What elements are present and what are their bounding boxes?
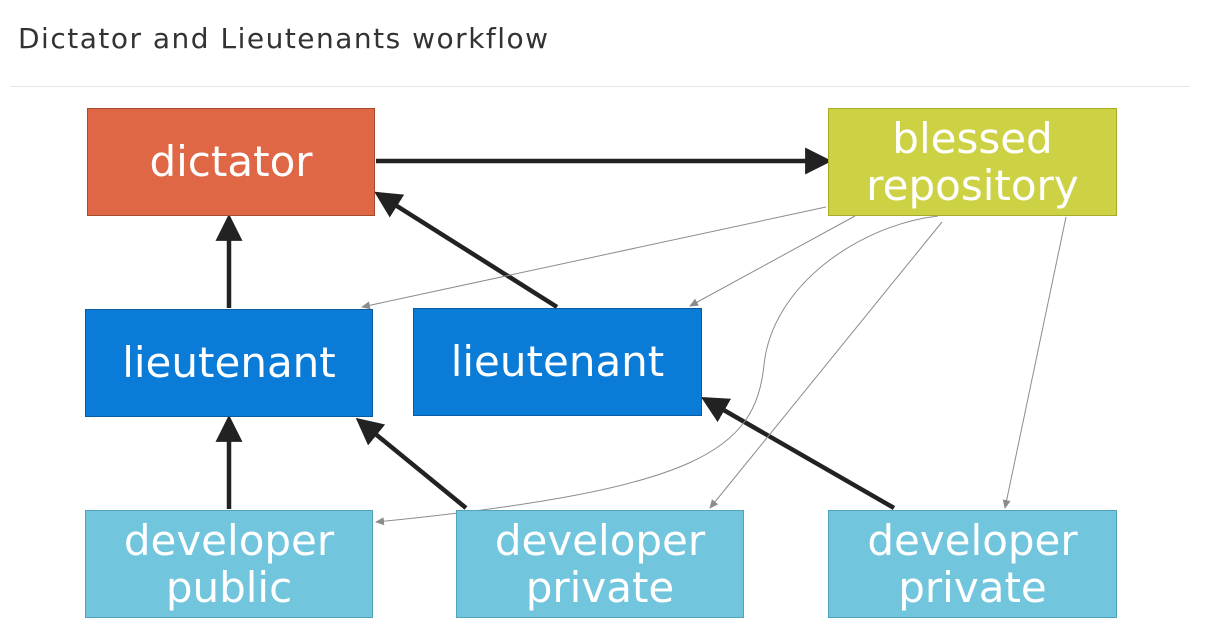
blessed-repository-label-line1: blessed — [892, 113, 1053, 163]
arrow-blessed-to-developer-private-center — [709, 221, 943, 509]
arrow-lieutenant-right-to-dictator — [374, 191, 559, 309]
lieutenant-left-box: lieutenant — [85, 309, 373, 417]
blessed-repository-box: blessed repository — [828, 108, 1117, 216]
blessed-repository-label-line2: repository — [866, 161, 1079, 210]
developer-public-label-line1: developer — [123, 515, 335, 565]
arrow-blessed-to-developer-private-right — [1002, 216, 1067, 509]
arrow-blessed-to-lieutenant-left — [361, 206, 827, 310]
dictator-box: dictator — [87, 108, 375, 216]
developer-private-center-box: developer private — [456, 510, 744, 618]
slide-title: Dictator and Lieutenants workflow — [18, 22, 550, 55]
developer-private-right-box: developer private — [828, 510, 1117, 618]
developer-private-right-label-line2: private — [898, 563, 1047, 612]
developer-private-right-label-line1: developer — [867, 515, 1078, 565]
arrow-developer-private-right-to-lieutenant-right — [700, 396, 896, 510]
lieutenant-right-box: lieutenant — [413, 308, 702, 416]
dictator-label: dictator — [149, 137, 313, 187]
arrow-blessed-to-lieutenant-right — [689, 215, 856, 307]
developer-public-box: developer public — [85, 510, 373, 618]
developer-private-center-label-line1: developer — [494, 515, 706, 565]
title-divider — [10, 86, 1190, 87]
lieutenant-right-label: lieutenant — [450, 337, 665, 387]
lieutenant-left-label: lieutenant — [122, 338, 336, 388]
arrow-developer-private-center-to-lieutenant-left — [355, 417, 468, 510]
developer-public-label-line2: public — [165, 563, 293, 612]
developer-private-center-label-line2: private — [525, 563, 675, 612]
